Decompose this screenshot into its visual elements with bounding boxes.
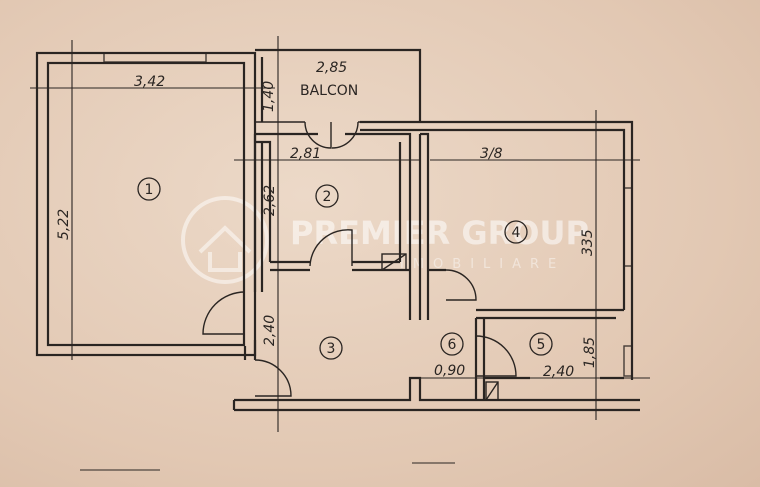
dim-room-5-height: 1,85 xyxy=(582,337,598,368)
door-entrance xyxy=(254,359,292,397)
dim-balcony-width: 2,85 xyxy=(316,60,347,76)
dim-room-5-width: 2,40 xyxy=(543,364,574,380)
window-room-5 xyxy=(623,345,633,377)
room-4-marker: 4 xyxy=(504,220,528,244)
dim-room-1-height: 5,22 xyxy=(56,209,72,240)
dim-room-4-width: 3/8 xyxy=(480,146,503,162)
dim-room-6-width: 0,90 xyxy=(434,363,465,379)
room-3-marker: 3 xyxy=(319,336,343,360)
window-room-4 xyxy=(623,187,633,267)
room-4-walls xyxy=(360,120,634,380)
watermark-logo-icon xyxy=(181,196,269,284)
room-6-number: 6 xyxy=(448,337,457,353)
dimension-labels: 3,42 5,22 2,85 BALCON 1,40 2,81 2,62 2,4… xyxy=(56,60,598,380)
room-1-marker: 1 xyxy=(137,177,161,201)
watermark-sub: IMOBILIARE xyxy=(400,257,565,272)
dim-room-3-height: 2,40 xyxy=(262,315,278,346)
room-5-number: 5 xyxy=(537,337,546,353)
room-1-number: 1 xyxy=(145,182,154,198)
door-balcony-2 xyxy=(331,121,359,149)
room-number-markers: 1 2 3 4 5 6 xyxy=(137,177,553,360)
door-room-4 xyxy=(445,269,477,301)
room-2-marker: 2 xyxy=(315,184,339,208)
room-2-3-walls xyxy=(243,132,412,360)
dimension-lines xyxy=(30,36,650,471)
watermark: PREMIER GROUP IMOBILIARE xyxy=(181,196,589,284)
room-3-number: 3 xyxy=(327,341,336,357)
dim-room-2-height: 2,62 xyxy=(262,185,278,216)
door-room-1 xyxy=(202,291,246,335)
room-4-number: 4 xyxy=(512,225,521,241)
watermark-house-icon xyxy=(198,225,252,272)
door-balcony xyxy=(304,121,332,149)
room-6-marker: 6 xyxy=(440,332,464,356)
door-room-5 xyxy=(475,335,517,377)
door-room-2 xyxy=(309,229,353,267)
dim-room-2-width: 2,81 xyxy=(290,146,321,162)
room-5-marker: 5 xyxy=(529,332,553,356)
doors xyxy=(202,121,517,397)
balcony-label: BALCON xyxy=(300,83,358,99)
room-2-number: 2 xyxy=(323,189,332,205)
shaft-room-2 xyxy=(381,253,407,271)
dim-balcony-depth: 1,40 xyxy=(261,81,277,112)
watermark-brand: PREMIER GROUP xyxy=(290,214,589,252)
dim-room-4-height: 335 xyxy=(580,229,596,256)
shaft-room-6 xyxy=(485,381,499,401)
window-room-1 xyxy=(103,52,207,63)
room-1-walls xyxy=(35,51,257,357)
dim-room-1-width: 3,42 xyxy=(134,74,165,90)
